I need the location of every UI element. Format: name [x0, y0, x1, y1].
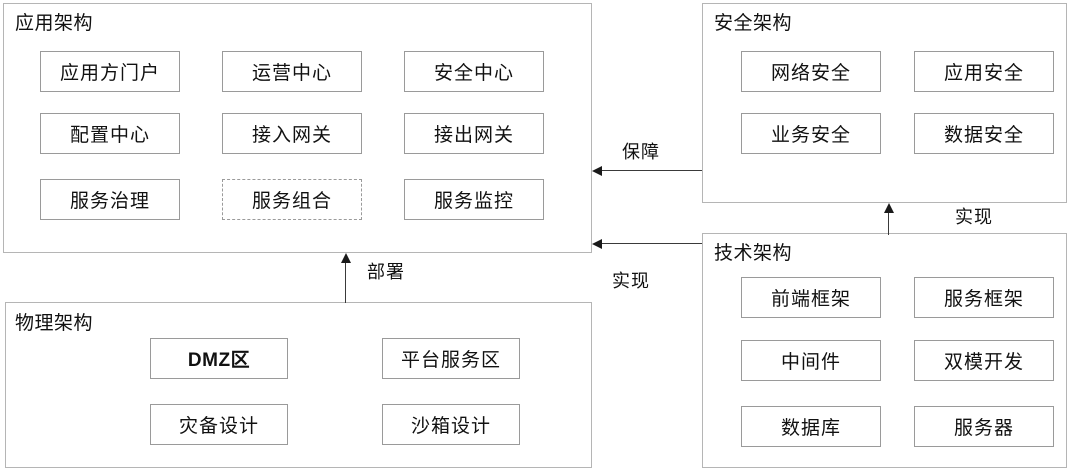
- node-app-portal[interactable]: 应用方门户: [40, 51, 180, 92]
- connector-label-baozhang: 保障: [622, 142, 660, 162]
- node-data-security[interactable]: 数据安全: [914, 113, 1054, 154]
- connector-security-to-application-arrowhead: [592, 166, 602, 176]
- node-service-composition[interactable]: 服务组合: [222, 179, 362, 220]
- node-operation-center[interactable]: 运营中心: [222, 51, 362, 92]
- node-frontend-framework[interactable]: 前端框架: [741, 277, 881, 318]
- node-service-governance[interactable]: 服务治理: [40, 179, 180, 220]
- connector-label-shixian-security: 实现: [955, 207, 993, 227]
- connector-label-bushu: 部署: [367, 262, 405, 282]
- group-title-technology: 技术架构: [714, 243, 793, 264]
- node-dmz-zone[interactable]: DMZ区: [150, 338, 288, 379]
- connector-label-shixian-app: 实现: [612, 271, 650, 291]
- connector-physical-to-application-line: [345, 263, 346, 303]
- connector-physical-to-application-arrowhead: [341, 253, 351, 263]
- connector-technology-to-security-arrowhead: [884, 203, 894, 213]
- node-platform-service-zone[interactable]: 平台服务区: [382, 338, 520, 379]
- node-inbound-gateway[interactable]: 接入网关: [222, 113, 362, 154]
- node-server[interactable]: 服务器: [914, 406, 1054, 447]
- connector-technology-to-application-line: [600, 243, 702, 244]
- node-middleware[interactable]: 中间件: [741, 340, 881, 381]
- group-title-security: 安全架构: [714, 13, 793, 34]
- node-application-security[interactable]: 应用安全: [914, 51, 1054, 92]
- node-business-security[interactable]: 业务安全: [741, 113, 881, 154]
- connector-technology-to-application-arrowhead: [592, 239, 602, 249]
- node-database[interactable]: 数据库: [741, 406, 881, 447]
- node-network-security[interactable]: 网络安全: [741, 51, 881, 92]
- node-dual-mode-development[interactable]: 双模开发: [914, 340, 1054, 381]
- connector-security-to-application-line: [600, 170, 702, 171]
- node-outbound-gateway[interactable]: 接出网关: [404, 113, 544, 154]
- node-disaster-recovery-design[interactable]: 灾备设计: [150, 404, 288, 445]
- node-service-monitoring[interactable]: 服务监控: [404, 179, 544, 220]
- group-security-architecture[interactable]: [702, 3, 1067, 203]
- node-security-center[interactable]: 安全中心: [404, 51, 544, 92]
- node-service-framework[interactable]: 服务框架: [914, 277, 1054, 318]
- group-title-physical: 物理架构: [15, 313, 94, 334]
- connector-technology-to-security-line: [888, 213, 889, 235]
- node-config-center[interactable]: 配置中心: [40, 113, 180, 154]
- group-title-application: 应用架构: [15, 13, 94, 34]
- node-sandbox-design[interactable]: 沙箱设计: [382, 404, 520, 445]
